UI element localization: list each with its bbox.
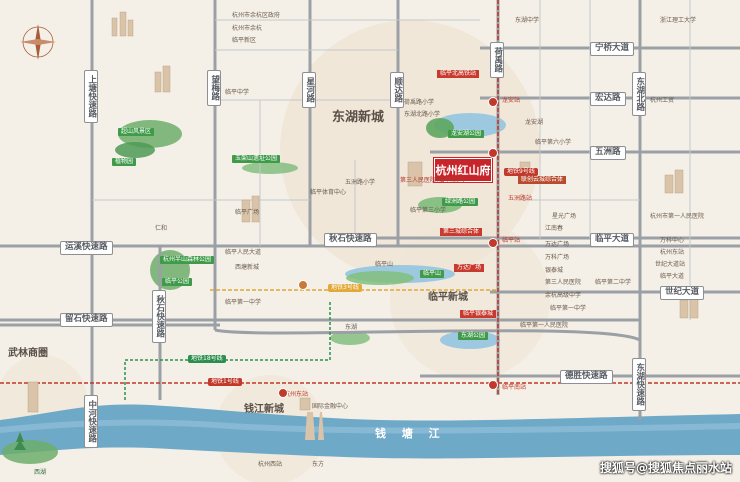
- complex-hospital: 第三人民医院(临平院区): [400, 177, 465, 184]
- poi-25: 临平第一人民医院: [520, 322, 569, 329]
- park-pingshan: 临平山: [420, 270, 445, 278]
- station-hangzhou-east: 杭州东站: [284, 391, 309, 398]
- watermark: 搜狐号@搜狐焦点丽水站: [599, 461, 732, 475]
- map-pin-icon: [488, 148, 498, 158]
- poi-9: 临平第二中学: [595, 279, 632, 286]
- station-longan: 龙安站: [502, 97, 521, 104]
- poi-20: 东湖北路小学: [404, 111, 441, 118]
- poi-24: 万达广场: [545, 241, 570, 248]
- poi-26: 西塘新城: [235, 264, 260, 271]
- road-wangmei: 望梅路: [207, 70, 221, 106]
- poi-21: 五洲路小学: [345, 179, 376, 186]
- district-wulin: 武林商圈: [8, 348, 48, 359]
- poi-19: 荷禹路小学: [404, 99, 435, 106]
- station-linping: 临平站: [502, 237, 521, 244]
- poi-13: 临平大道: [660, 273, 685, 280]
- map-pin-icon: [278, 388, 288, 398]
- road-shunda: 顺达路: [390, 72, 404, 108]
- park-longan: 龙安湖公园: [448, 130, 485, 138]
- poi-39: 东方: [312, 461, 325, 468]
- poi-5: 万科广场: [545, 254, 570, 261]
- poi-14: 浙江理工大学: [660, 17, 697, 24]
- station-linping-north: 临平北高铁站: [437, 70, 480, 78]
- poi-38: 万科中心: [660, 237, 685, 244]
- complex-yintai: 临平银泰城: [460, 310, 497, 318]
- map-pin-icon: [488, 238, 498, 248]
- poi-2: 临平第一中学: [225, 299, 262, 306]
- poi-8: 第三人民医院: [545, 279, 582, 286]
- road-shangtang: 上塘快速路: [84, 70, 98, 123]
- road-wuzhou: 五洲路: [590, 146, 626, 160]
- poi-11: 余杭高级中学: [545, 292, 582, 299]
- poi-17: 临平中学: [225, 89, 250, 96]
- poi-6: 银泰城: [545, 267, 564, 274]
- road-yundong: 运溪快速路: [60, 241, 113, 255]
- metro-line1-label: 地铁1号线: [208, 378, 242, 386]
- poi-3: 临平第三小学: [410, 207, 447, 214]
- complex-3rd-city: 第三城综合体: [440, 228, 483, 236]
- river-label: 钱 塘 江: [375, 427, 446, 440]
- poi-22: 临平第六小学: [535, 139, 572, 146]
- poi-29: 临平体育中心: [310, 189, 347, 196]
- poi-10: 世纪大道站: [655, 261, 686, 268]
- metro-line9-label: 地铁9号线: [504, 168, 538, 176]
- poi-23: 江南春: [545, 225, 564, 232]
- road-xinghe: 星河路: [302, 72, 316, 108]
- poi-28: 仁和: [155, 225, 168, 232]
- poi-34: 龙安湖: [525, 119, 544, 126]
- compass-rose: [20, 24, 56, 60]
- park-dongshun: 东湖公园: [458, 332, 489, 340]
- park-lvzhou: 绿洲路公园: [442, 198, 479, 206]
- poi-4: 东湖中学: [515, 17, 540, 24]
- station-linping-south: 临平南站: [502, 384, 527, 391]
- road-deshen: 德胜快速路: [560, 370, 613, 384]
- park-linpingsq: 临平公园: [162, 278, 193, 286]
- poi-30: 杭州工贸: [650, 97, 675, 104]
- road-qiushi: 秋石快速路: [324, 233, 377, 247]
- road-hongda: 宏达路: [590, 92, 626, 106]
- road-linping-ave: 临平大道: [590, 233, 635, 247]
- poi-40: 西湖: [34, 469, 47, 476]
- road-liushi: 留石快速路: [60, 313, 113, 327]
- complex-lianchuang: 联创云城综合体: [518, 176, 567, 184]
- poi-35: 东湖: [345, 324, 358, 331]
- metro-line18-label: 地铁18号线: [188, 355, 226, 363]
- park-linpingshan: 玉架山遗址公园: [232, 155, 281, 163]
- road-dongting-express: 东湖快速路: [632, 358, 646, 411]
- map-pin-icon: [488, 380, 498, 390]
- poi-15: 临平第一中学: [550, 305, 587, 312]
- park-shiping: 杭州半山森林公园: [160, 256, 215, 264]
- complex-wanda: 万达广场: [454, 264, 485, 272]
- station-wuzhou: 五洲路站: [508, 195, 533, 202]
- poi-36: 临平山: [375, 261, 394, 268]
- poi-37: 临平广场: [235, 209, 260, 216]
- poi-27: 杭州市第一人民医院: [650, 213, 705, 220]
- poi-18: 临平新区: [232, 37, 257, 44]
- pagoda-icon: [14, 432, 26, 450]
- poi-12: 杭州东站: [660, 249, 685, 256]
- poi-33: 杭州西站: [258, 461, 283, 468]
- road-dongting: 东湖北路: [632, 72, 646, 116]
- district-east-lake: 东湖新城: [332, 110, 385, 125]
- road-zhonghe: 中河快速路: [84, 395, 98, 448]
- poi-7: 星光广场: [552, 213, 577, 220]
- park-zhiwuyuan: 植物园: [112, 158, 137, 166]
- map-pin-icon: [488, 97, 498, 107]
- road-shiji: 世纪大道: [660, 286, 705, 300]
- poi-1: 杭州市余杭区政府: [232, 12, 281, 19]
- poi-16: 杭州市余杭: [232, 25, 263, 32]
- road-ningqiao: 宁桥大道: [590, 42, 635, 56]
- district-linping: 临平新城: [428, 292, 468, 303]
- poi-31: 临平人民大道: [225, 249, 262, 256]
- project-logo[interactable]: 杭州红山府: [434, 158, 492, 182]
- park-chaoshan: 超山风景区: [118, 128, 155, 136]
- road-heyu: 荷禹路: [490, 42, 504, 78]
- district-qiantang: 钱江新城: [244, 404, 284, 415]
- map-pin-icon: [298, 280, 308, 290]
- metro-line3-label: 地铁3号线: [328, 284, 362, 292]
- poi-32: 国际金融中心: [312, 403, 349, 410]
- road-qiushi-vertical: 秋石快速路: [152, 290, 166, 343]
